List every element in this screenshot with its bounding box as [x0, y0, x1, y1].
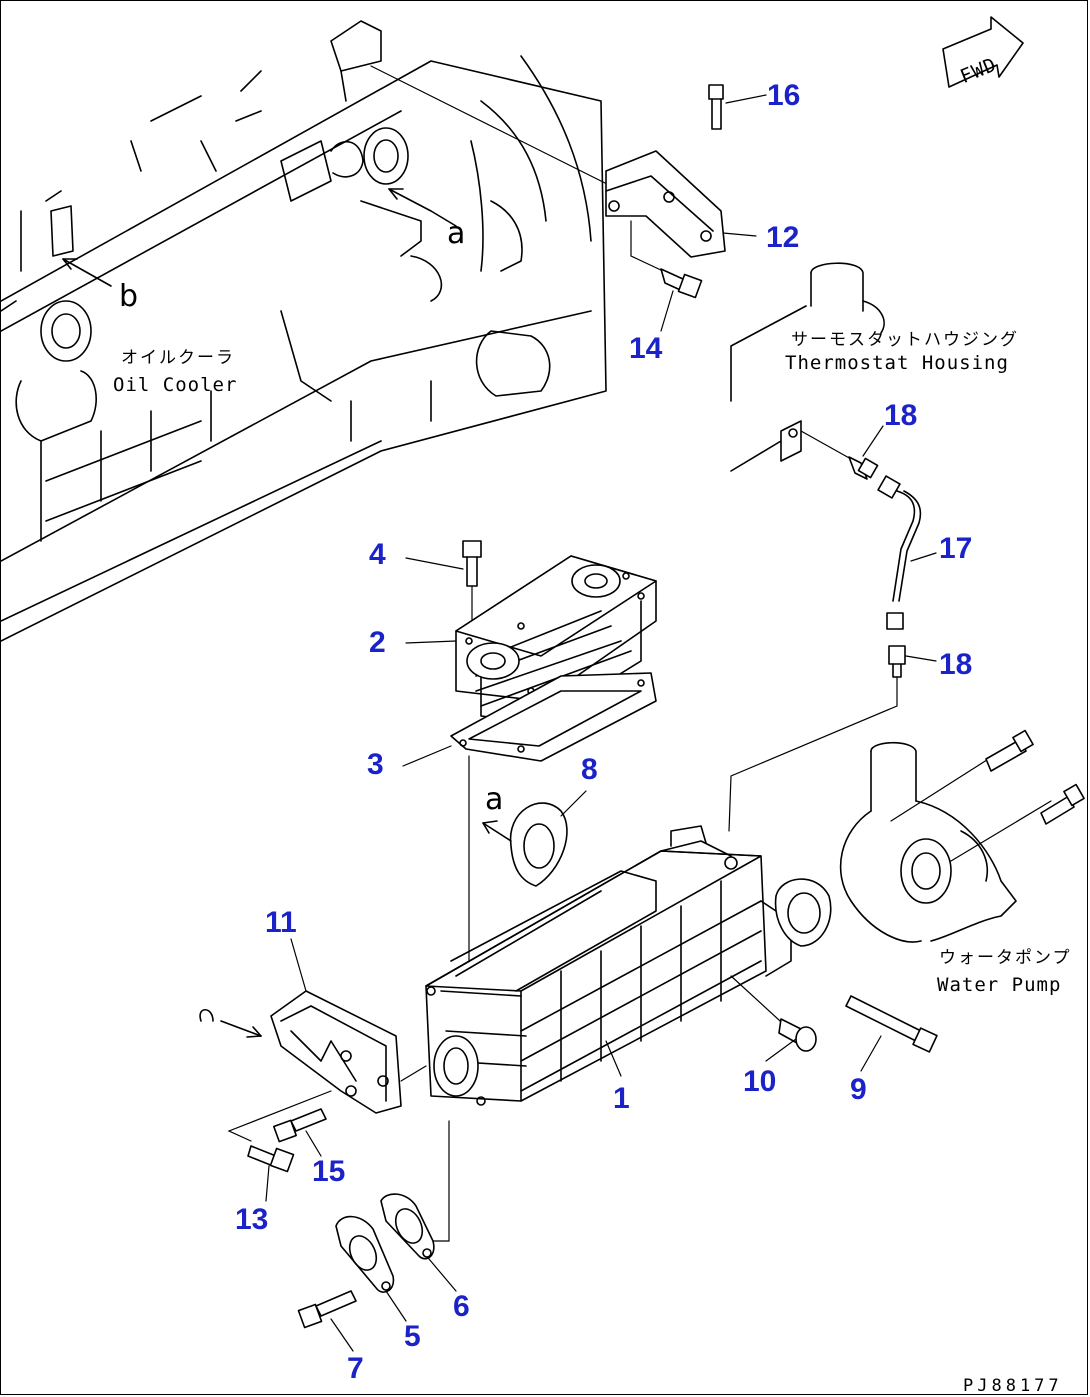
bolt-part-13: [247, 1145, 295, 1173]
water-pump-bolt-lower: [1040, 783, 1085, 825]
part-number-4: 4: [369, 538, 386, 571]
engine-block-drawing: [1, 20, 612, 642]
part-number-6: 6: [453, 1290, 470, 1323]
water-pump-label-jp: ウォータポンプ: [939, 948, 1072, 968]
plug-part-10: [778, 1018, 817, 1052]
water-pump-bolt-upper: [985, 729, 1034, 772]
water-pump-drawing: [839, 741, 1052, 943]
drawing-code: PJ88177: [963, 1376, 1063, 1395]
part-number-15: 15: [312, 1155, 345, 1188]
bracket-part-12: [605, 150, 726, 272]
part-number-17: 17: [939, 532, 972, 565]
part-number-3: 3: [367, 748, 384, 781]
bolt-part-16: [708, 84, 724, 130]
part-number-10: 10: [743, 1065, 776, 1098]
leader-lines: [265, 94, 937, 1352]
part-number-2: 2: [369, 626, 386, 659]
svg-text:FWD: FWD: [957, 54, 1000, 88]
part-number-18-lower: 18: [939, 648, 972, 681]
gasket-part-8: a: [482, 782, 568, 887]
part-number-7: 7: [347, 1352, 364, 1385]
thermostat-label-jp: サーモスタットハウジング: [791, 330, 1019, 350]
svg-text:a: a: [447, 216, 465, 251]
bolt-part-14: [660, 268, 703, 299]
thermostat-housing-drawing: [730, 262, 885, 472]
thermostat-label-en: Thermostat Housing: [785, 352, 1009, 374]
oil-cooler-label-jp: オイルクーラ: [121, 348, 235, 368]
bolt-part-15: [273, 1108, 327, 1143]
part-number-labels: 1 2 3 4 5 6 7 8 9 10 11 12 13 14 15 16 1…: [235, 79, 972, 1385]
cooler-body-part-1: [425, 825, 792, 1106]
cover-part-5: [335, 1215, 395, 1293]
reference-arrow-a-top: a: [388, 188, 465, 251]
bracket-part-11: [199, 990, 427, 1142]
water-pump-gasket: [774, 878, 832, 947]
forward-direction-arrow: FWD: [942, 16, 1024, 88]
gasket-part-3: [450, 672, 657, 1002]
part-number-12: 12: [766, 221, 799, 254]
gasket-part-6: [380, 1120, 450, 1260]
tube-part-17: [800, 430, 922, 630]
part-number-14: 14: [629, 332, 663, 365]
adapter-part-18-lower: [728, 645, 906, 832]
svg-text:a: a: [485, 782, 503, 817]
part-number-11: 11: [265, 906, 297, 939]
part-number-16: 16: [767, 79, 800, 112]
oil-cooler-label-en: Oil Cooler: [113, 374, 237, 396]
bolt-part-7: [297, 1290, 357, 1329]
part-number-1: 1: [613, 1082, 630, 1115]
part-number-9: 9: [850, 1073, 867, 1106]
cooler-element-part-2: [455, 555, 657, 724]
part-number-8: 8: [581, 753, 598, 786]
part-number-18-upper: 18: [884, 399, 917, 432]
svg-text:b: b: [119, 279, 138, 314]
water-pump-label-en: Water Pump: [937, 974, 1061, 996]
bolt-part-9: [845, 995, 938, 1053]
part-number-13: 13: [235, 1203, 268, 1236]
part-number-5: 5: [404, 1320, 421, 1353]
reference-arrow-b: b: [62, 258, 138, 314]
